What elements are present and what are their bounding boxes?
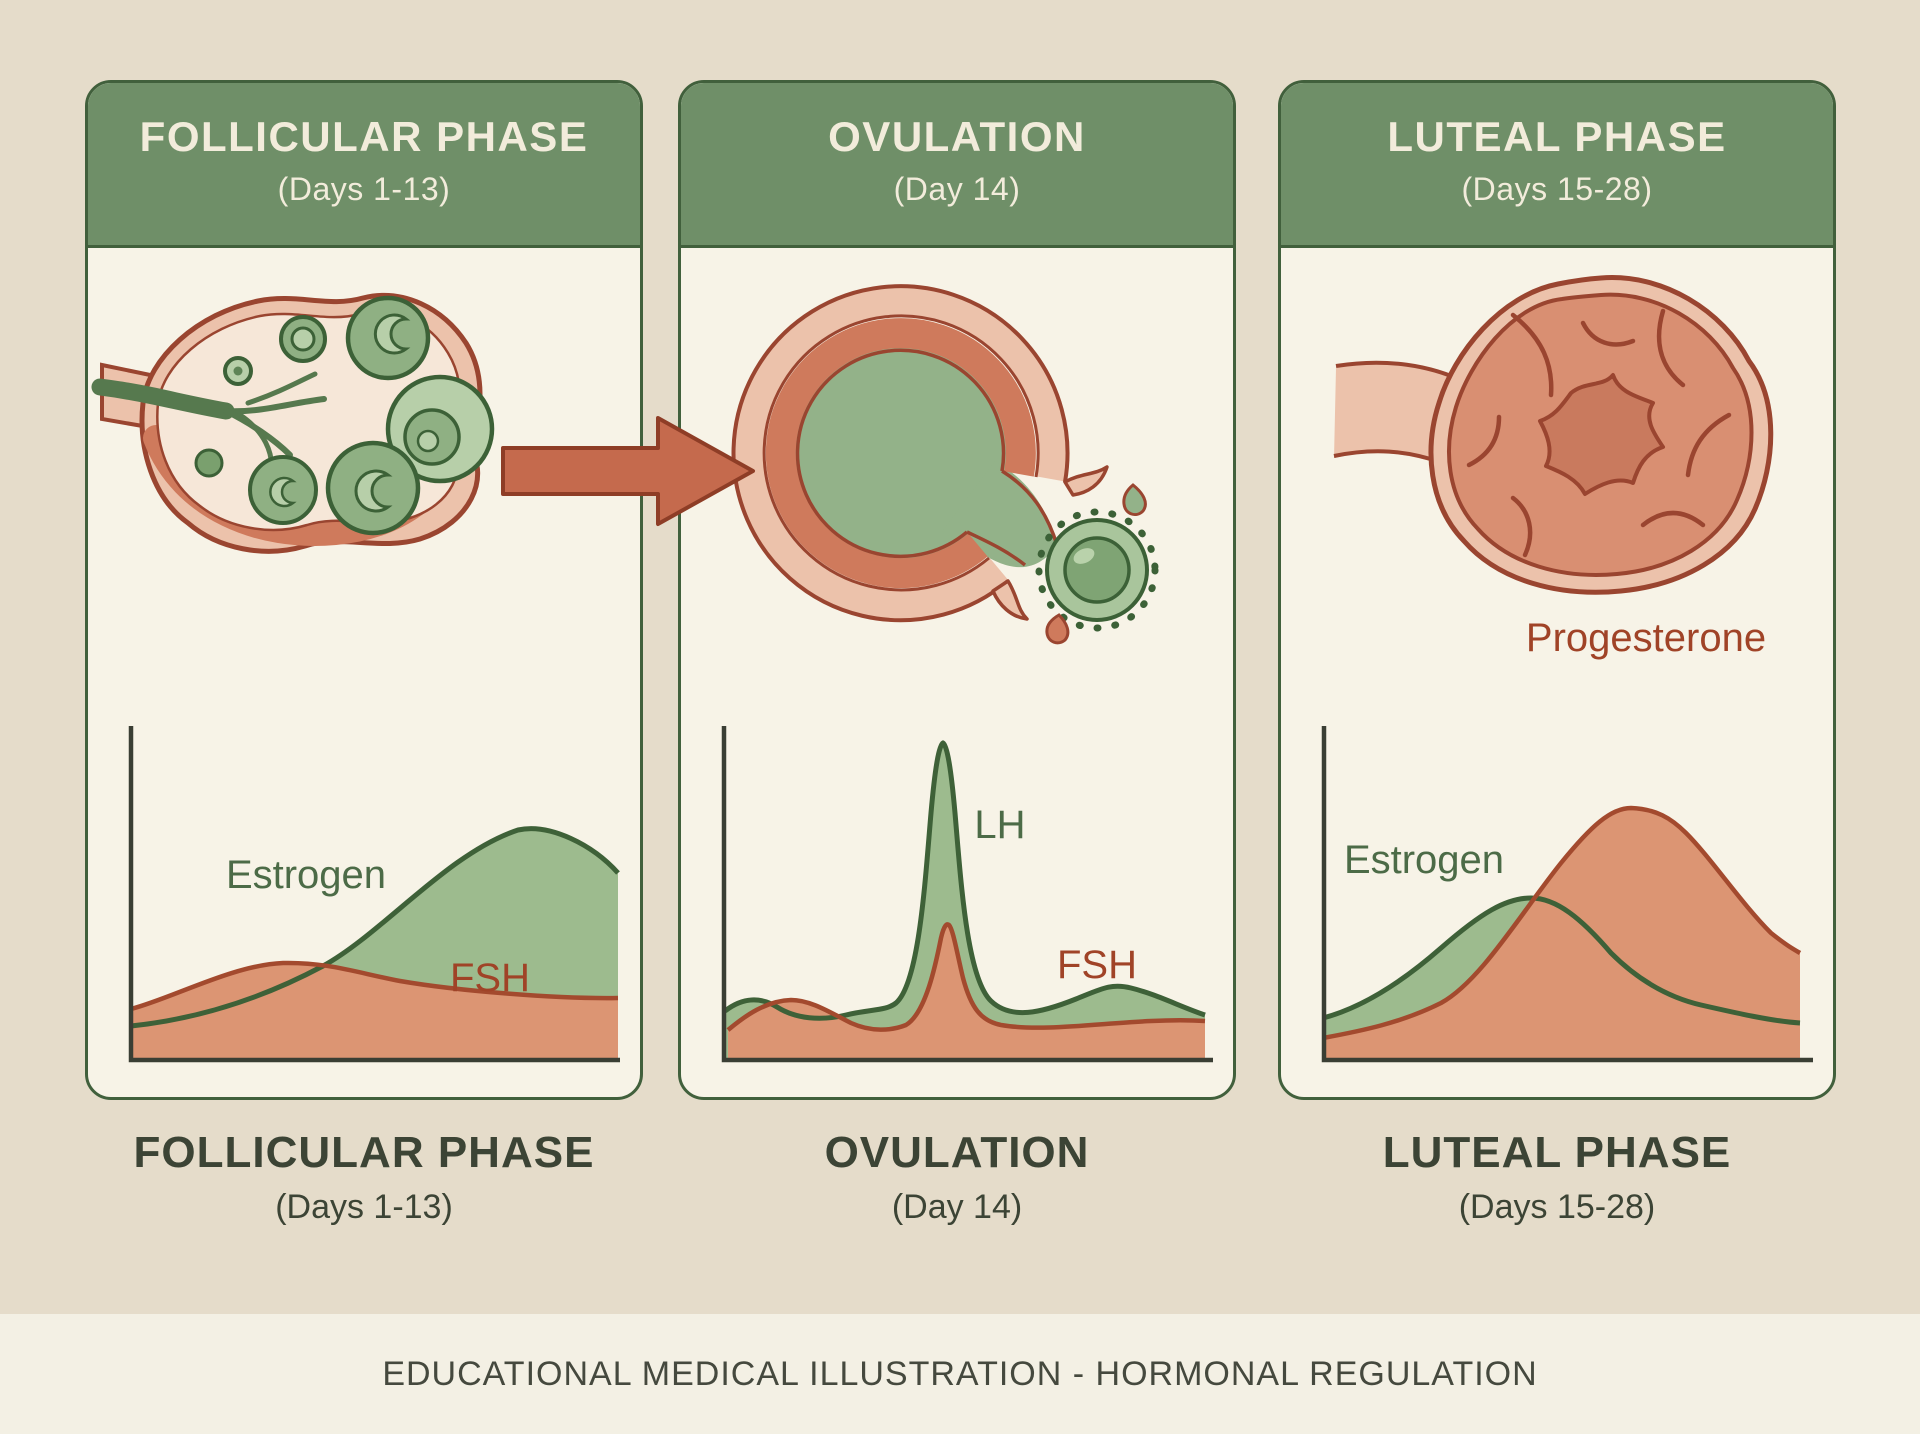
fluid-droplet — [1122, 483, 1147, 516]
panel-title: OVULATION — [828, 113, 1086, 160]
fsh-label: FSH — [450, 956, 530, 1000]
right-arrow-icon — [501, 416, 755, 526]
chart-axes — [1321, 726, 1813, 1063]
chart-axes — [128, 726, 620, 1063]
estrogen-label: Estrogen — [1344, 838, 1504, 882]
footer-band: EDUCATIONAL MEDICAL ILLUSTRATION - HORMO… — [0, 1314, 1920, 1434]
panel-ovulation: OVULATION (Day 14) — [678, 80, 1236, 1100]
hormone-chart-ovulation: LH FSH — [721, 726, 1213, 1063]
caption-ovulation: OVULATION (Day 14) — [678, 1128, 1236, 1227]
fsh-label: FSH — [1057, 943, 1137, 987]
caption-follicular: FOLLICULAR PHASE (Days 1-13) — [85, 1128, 643, 1227]
hormone-chart-follicular: Estrogen FSH — [128, 726, 620, 1063]
panel-subtitle: (Days 1-13) — [277, 171, 451, 207]
ovary-illustration — [91, 292, 495, 554]
released-egg — [1035, 508, 1159, 632]
hormone-chart-luteal: Progesterone Estrogen — [1321, 616, 1813, 1063]
panel-title: FOLLICULAR PHASE — [139, 113, 589, 160]
panel-header-ovulation: OVULATION (Day 14) — [681, 83, 1233, 248]
panel-title: LUTEAL PHASE — [1387, 113, 1727, 160]
caption-title: LUTEAL PHASE — [1382, 1128, 1732, 1177]
panel-luteal-phase: LUTEAL PHASE (Days 15-28) — [1278, 80, 1836, 1100]
corpus-luteum-folds — [1466, 308, 1732, 558]
caption-subtitle: (Days 1-13) — [275, 1188, 453, 1226]
developing-follicles — [194, 295, 495, 536]
corpus-luteum-illustration — [1333, 275, 1774, 595]
caption-title: OVULATION — [824, 1128, 1090, 1177]
caption-subtitle: (Days 15-28) — [1458, 1188, 1656, 1226]
caption-subtitle: (Day 14) — [891, 1188, 1023, 1226]
estrogen-label: Estrogen — [226, 853, 386, 897]
panel-header-luteal: LUTEAL PHASE (Days 15-28) — [1281, 83, 1833, 248]
panel-header-follicular: FOLLICULAR PHASE (Days 1-13) — [88, 83, 640, 248]
footer-text: EDUCATIONAL MEDICAL ILLUSTRATION - HORMO… — [382, 1354, 1538, 1393]
lh-label: LH — [974, 803, 1025, 847]
rupturing-follicle-illustration — [731, 284, 1159, 645]
fluid-droplet — [1045, 613, 1070, 645]
chart-axes — [721, 726, 1213, 1063]
caption-luteal: LUTEAL PHASE (Days 15-28) — [1278, 1128, 1836, 1227]
caption-title: FOLLICULAR PHASE — [133, 1128, 595, 1177]
panel-follicular-phase: FOLLICULAR PHASE (Days 1-13) — [85, 80, 643, 1100]
panel-subtitle: (Days 15-28) — [1461, 171, 1653, 207]
panel-subtitle: (Day 14) — [893, 171, 1021, 207]
progesterone-label: Progesterone — [1526, 616, 1766, 660]
